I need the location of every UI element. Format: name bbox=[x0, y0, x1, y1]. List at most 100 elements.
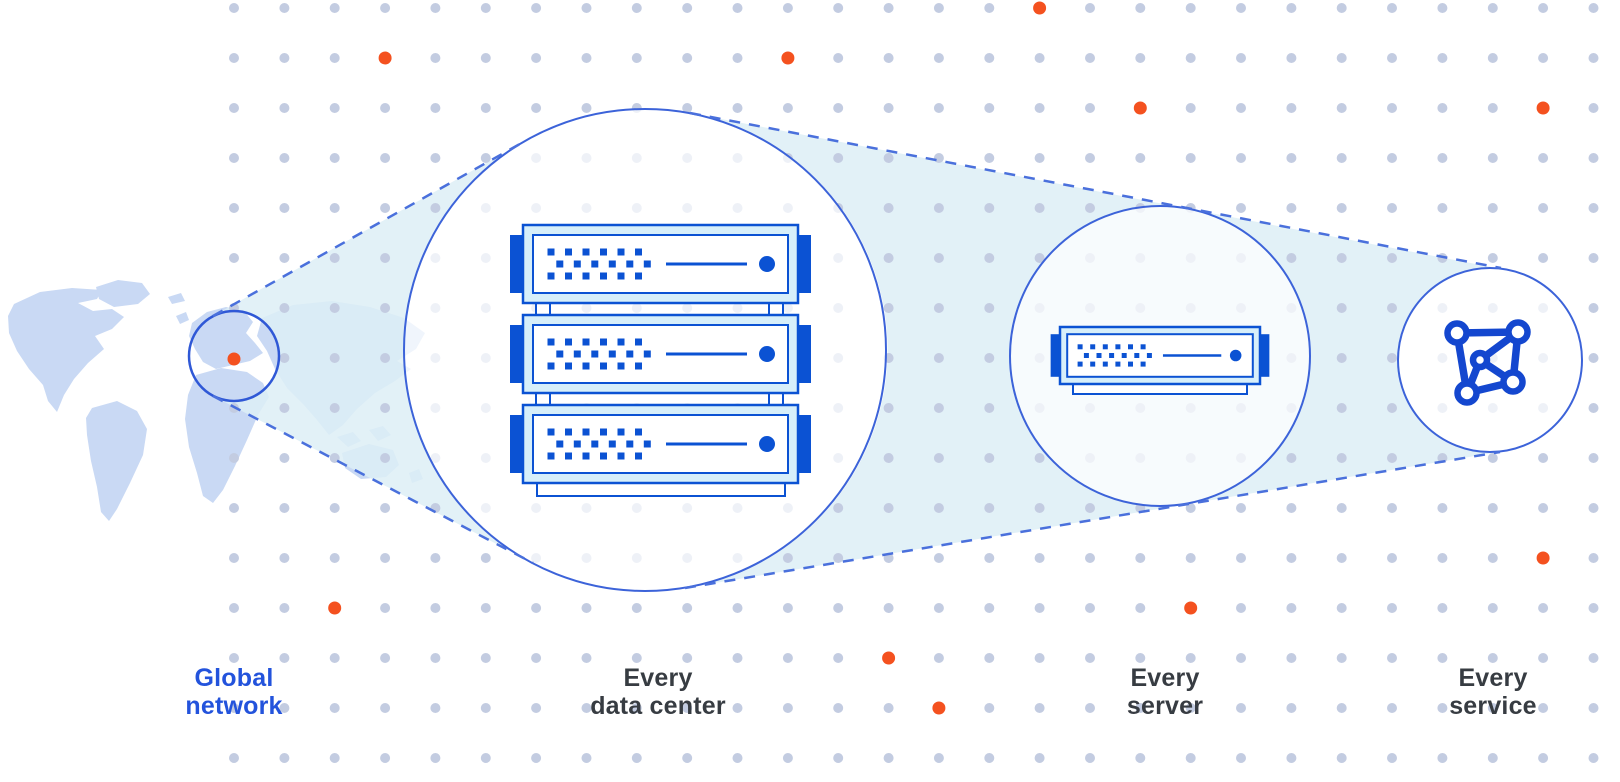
grid-dot bbox=[631, 703, 642, 713]
grid-dot bbox=[833, 3, 844, 13]
grid-dot bbox=[1487, 503, 1498, 513]
grid-dot bbox=[1487, 153, 1498, 163]
grid-dot bbox=[329, 353, 340, 363]
server-ear bbox=[510, 325, 523, 383]
grid-dot bbox=[430, 753, 441, 763]
grid-dot bbox=[380, 253, 391, 263]
stage-label-line: data center bbox=[590, 692, 726, 720]
vent-square bbox=[1115, 361, 1121, 367]
grid-dot bbox=[883, 153, 894, 163]
grid-dot bbox=[1538, 453, 1549, 463]
grid-dot bbox=[1135, 553, 1146, 563]
grid-dot bbox=[1538, 3, 1549, 13]
grid-dot bbox=[883, 103, 894, 113]
server-ear bbox=[798, 415, 811, 473]
grid-dot bbox=[229, 503, 239, 513]
grid-dot bbox=[1085, 603, 1095, 613]
grid-dot bbox=[1538, 53, 1549, 63]
vent-square bbox=[643, 260, 651, 268]
grid-dot bbox=[329, 53, 340, 63]
grid-dot bbox=[883, 453, 894, 463]
vent-square bbox=[1102, 361, 1108, 367]
vent-square bbox=[556, 350, 564, 358]
vent-square bbox=[1128, 361, 1133, 367]
grid-dot bbox=[1135, 153, 1146, 163]
server-ear bbox=[798, 325, 811, 383]
grid-dot bbox=[1034, 653, 1045, 663]
grid-dot bbox=[1336, 3, 1347, 13]
vent-square bbox=[617, 452, 625, 460]
grid-dot bbox=[1336, 103, 1347, 113]
grid-dot bbox=[329, 503, 340, 513]
grid-dot bbox=[480, 603, 491, 613]
grid-dot bbox=[1588, 253, 1599, 263]
grid-dot bbox=[933, 603, 944, 613]
grid-dot bbox=[329, 553, 340, 563]
vent-square bbox=[565, 452, 572, 460]
power-led bbox=[1229, 349, 1242, 362]
grid-dot bbox=[1487, 203, 1498, 213]
vent-square bbox=[1102, 344, 1108, 350]
grid-dot bbox=[1538, 753, 1549, 763]
grid-dot bbox=[933, 103, 944, 113]
vent-square bbox=[1083, 353, 1089, 358]
grid-dot bbox=[229, 553, 239, 563]
vent-square bbox=[643, 440, 651, 448]
grid-dot bbox=[1236, 3, 1246, 13]
stage-label-line: server bbox=[1126, 692, 1204, 720]
vent-square bbox=[565, 338, 572, 346]
grid-dot bbox=[1336, 603, 1347, 613]
vent-square bbox=[600, 452, 607, 460]
vent-square bbox=[1109, 353, 1115, 358]
grid-dot bbox=[984, 703, 995, 713]
grid-dot bbox=[1085, 53, 1095, 63]
grid-dot bbox=[1135, 703, 1146, 713]
grid-dot bbox=[1336, 453, 1347, 463]
grid-dot bbox=[682, 3, 693, 13]
grid-dot bbox=[1286, 253, 1297, 263]
grid-dot bbox=[1387, 203, 1397, 213]
grid-dot bbox=[1437, 3, 1448, 13]
grid-dot bbox=[1387, 353, 1397, 363]
grid-dot bbox=[1538, 153, 1549, 163]
grid-dot bbox=[531, 603, 542, 613]
stage-label-line: service bbox=[1449, 692, 1537, 720]
grid-dot bbox=[833, 753, 844, 763]
grid-dot bbox=[933, 3, 944, 13]
grid-dot bbox=[1034, 153, 1045, 163]
vent-square bbox=[547, 272, 555, 280]
vent-square bbox=[591, 350, 599, 358]
grid-dot bbox=[229, 753, 239, 763]
grid-dot bbox=[1336, 253, 1347, 263]
grid-dot bbox=[480, 753, 491, 763]
grid-dot bbox=[1487, 703, 1498, 713]
vent-square bbox=[565, 272, 572, 280]
grid-dot bbox=[1286, 553, 1297, 563]
grid-dot bbox=[682, 653, 693, 663]
grid-dot bbox=[380, 703, 391, 713]
grid-dot bbox=[380, 403, 391, 413]
grid-dot bbox=[380, 453, 391, 463]
grid-dot bbox=[984, 3, 995, 13]
grid-dot bbox=[380, 603, 391, 613]
vent-square bbox=[600, 338, 607, 346]
grid-dot bbox=[1185, 3, 1196, 13]
grid-dot bbox=[1286, 503, 1297, 513]
grid-dot bbox=[1487, 3, 1498, 13]
grid-dot bbox=[279, 503, 290, 513]
grid-dot bbox=[631, 603, 642, 613]
grid-dot bbox=[531, 703, 542, 713]
server-faceplate bbox=[532, 234, 789, 294]
grid-dot bbox=[1034, 603, 1045, 613]
dashed-line-bottom-right bbox=[684, 450, 1501, 590]
grid-dot bbox=[732, 703, 743, 713]
grid-dot bbox=[329, 253, 340, 263]
grid-dot bbox=[1135, 3, 1146, 13]
vent-square bbox=[547, 248, 555, 256]
grid-dot bbox=[1135, 653, 1146, 663]
grid-dot bbox=[1286, 203, 1297, 213]
grid-dot bbox=[782, 603, 793, 613]
grid-dot bbox=[1387, 603, 1397, 613]
grid-dot bbox=[1336, 553, 1347, 563]
vent-square bbox=[635, 272, 642, 280]
